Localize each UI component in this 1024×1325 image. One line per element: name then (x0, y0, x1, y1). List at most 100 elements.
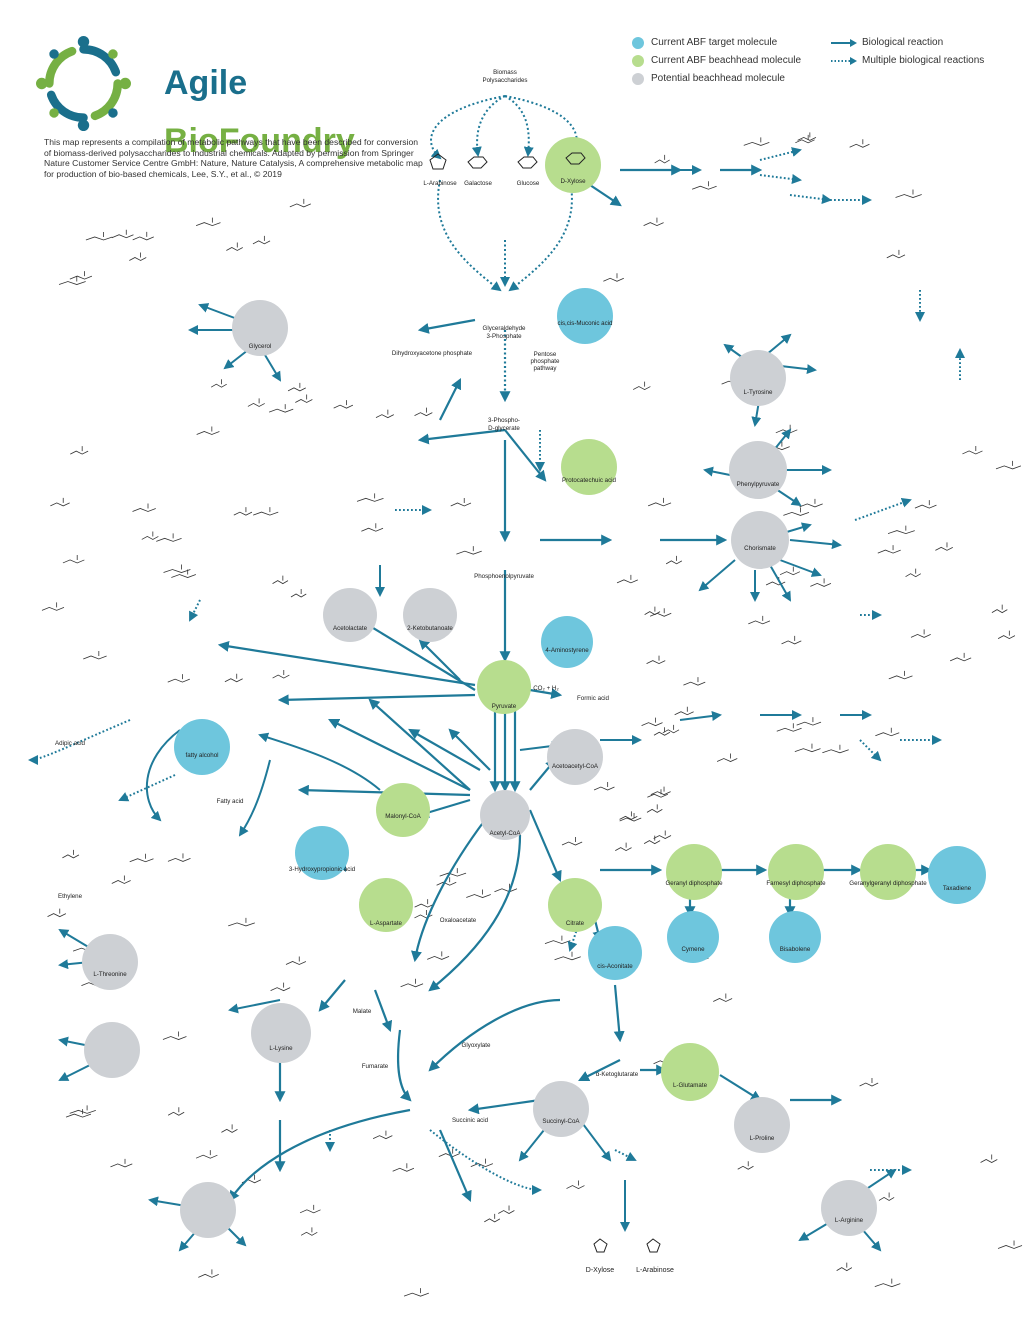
intro-text: This map represents a compilation of met… (44, 137, 423, 180)
molecule-structure-icon (949, 652, 972, 662)
beachhead-node-citrate (548, 878, 602, 932)
molecule-structure-icon (414, 407, 433, 417)
label-ggpp: Geranylgeranyl diphosphate (849, 880, 927, 887)
label-formic: Formic acid (577, 695, 610, 702)
molecule-structure-icon (221, 1124, 238, 1133)
potential-node-succinyl-coa (533, 1081, 589, 1137)
molecule-structure-icon (299, 1204, 321, 1214)
molecule-structure-icon (356, 493, 384, 502)
molecule-structure-icon (603, 273, 624, 282)
molecule-structure-icon (593, 782, 615, 791)
molecule-structure-icon (268, 404, 294, 413)
molecule-structure-icon (644, 606, 661, 616)
molecule-structure-icon (494, 883, 518, 893)
beachhead-node-aspartate (359, 878, 413, 932)
molecule-structure-icon (41, 602, 65, 611)
molecule-structure-icon (691, 181, 717, 190)
beachhead-node-malonyl-coa (376, 783, 430, 837)
label-tyrosine: L-Tyrosine (744, 389, 773, 396)
target-circles (174, 288, 986, 980)
label-chorismate: Chorismate (744, 545, 776, 552)
label-larabinose-bottom: L-Arabinose (636, 1267, 674, 1274)
molecule-structure-icon (427, 951, 450, 960)
legend-label-multiple: Multiple biological reactions (862, 55, 985, 66)
molecule-structure-icon (886, 249, 906, 259)
target-node-taxadiene (928, 846, 986, 904)
hub-labels: Biomass Polysaccharides L-Arabinose Gala… (55, 69, 972, 1274)
molecule-structure-icon (272, 575, 289, 585)
beachhead-node-pyruvate (477, 660, 531, 714)
molecule-structure-icon (616, 574, 638, 584)
label-proline: L-Proline (750, 1135, 775, 1142)
molecule-structure-icon (619, 811, 638, 820)
molecule-structure-icon (253, 507, 279, 516)
beachhead-node-gpp (666, 844, 722, 900)
label-co2h2: CO₂ + H₂ (533, 685, 559, 692)
label-biomass-2: Polysaccharides (482, 77, 527, 84)
legend-label-beachhead: Current ABF beachhead molecule (651, 55, 802, 66)
label-pentose-3: pathway (533, 365, 557, 372)
beachhead-node-glutamate (661, 1043, 719, 1101)
label-ketobutanoate: 2-Ketobutanoate (407, 625, 453, 632)
molecule-structure-icon (403, 1288, 429, 1297)
molecule-structure-icon (743, 137, 770, 146)
molecule-structure-icon (653, 727, 671, 736)
molecule-structure-icon (799, 498, 823, 508)
label-cymene: Cymene (681, 946, 705, 953)
molecule-structure-icon (111, 875, 131, 884)
molecule-structure-icon (62, 554, 85, 564)
molecule-structure-icon (795, 134, 815, 144)
molecule-structure-icon (484, 1213, 501, 1223)
label-galactose: Galactose (464, 180, 492, 187)
molecule-structure-icon (641, 717, 663, 727)
sugar-rings (429, 152, 661, 1253)
molecule-structure-icon (895, 189, 922, 198)
molecule-structure-icon (991, 604, 1008, 614)
label-fpp: Farnesyl diphosphate (766, 880, 826, 887)
dotted-arrow-icon (831, 57, 857, 65)
molecule-structure-icon (111, 229, 134, 239)
beachhead-node-protocatechuic (561, 439, 617, 495)
potential-node-tyrosine (730, 350, 786, 406)
molecule-structure-icon (796, 717, 822, 726)
molecule-structure-icon (69, 1105, 96, 1114)
potential-node-threonine (82, 934, 138, 990)
legend-label-potential: Potential beachhead molecule (651, 73, 785, 84)
potential-node-phenylpyruvate (729, 441, 787, 499)
potential-circles (82, 300, 877, 1238)
potential-node-glycerol (232, 300, 288, 356)
potential-node-propionyl (84, 1022, 140, 1078)
molecule-structure-icon (167, 674, 190, 683)
target-node-cymene (667, 911, 719, 963)
molecule-structure-icon (643, 217, 664, 227)
molecule-structure-icon (167, 1107, 185, 1116)
molecule-structure-icon (794, 743, 821, 753)
label-acetoacetyl: Acetoacetyl-CoA (552, 763, 599, 770)
potential-node-acetoacetyl (547, 729, 603, 785)
molecule-structure-icon (650, 786, 671, 796)
molecule-structure-icon (210, 379, 227, 388)
label-itaconic: cis-Aconitate (597, 963, 633, 970)
molecule-structure-icon (544, 935, 571, 945)
molecule-structure-icon (195, 217, 221, 227)
molecule-structure-icon (877, 545, 901, 554)
molecule-structure-icon (643, 835, 661, 845)
molecule-structure-icon (414, 899, 435, 908)
label-muconic: cis,cis-Muconic acid (557, 320, 613, 327)
molecule-structure-icon (375, 409, 394, 419)
molecule-structure-icon (438, 1148, 460, 1158)
molecule-structure-icon (224, 673, 243, 683)
molecule-structure-icon (62, 849, 80, 859)
molecule-structure-icon (333, 400, 354, 409)
molecule-structure-icon (129, 252, 147, 261)
galactose-ring-icon (467, 156, 488, 169)
label-succinyl-coa: Succinyl-CoA (542, 1118, 580, 1125)
molecule-structure-icon (647, 789, 668, 798)
molecule-structure-icon (83, 650, 107, 660)
label-g3p-1: Glyceraldehyde (483, 325, 527, 332)
molecule-structure-icon (995, 460, 1022, 470)
radial-spokes (58, 165, 897, 1252)
legend-label-reaction: Biological reaction (862, 37, 944, 48)
beachhead-node-fpp (768, 844, 824, 900)
